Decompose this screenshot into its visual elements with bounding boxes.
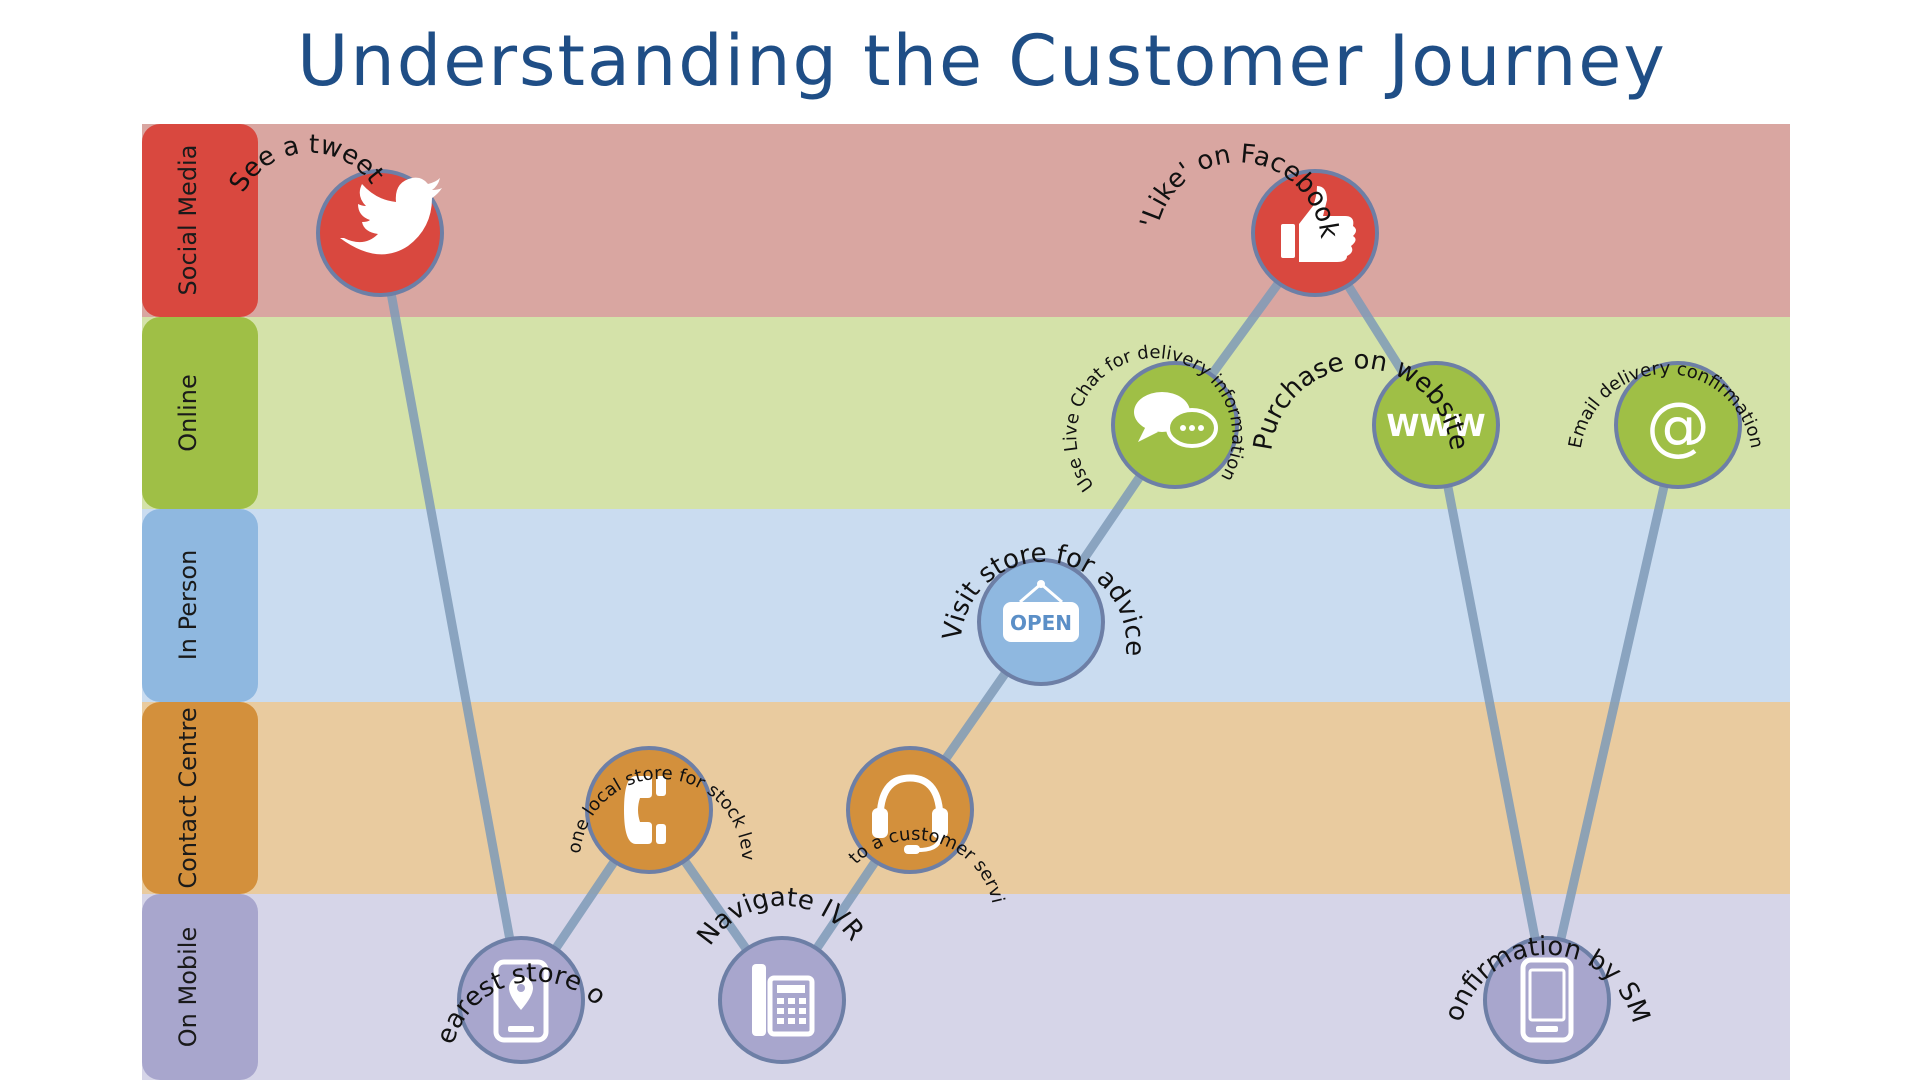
twitter-bird-icon — [340, 177, 442, 255]
lane-in-person-bg — [142, 509, 1790, 702]
node-circle-phone — [585, 746, 713, 874]
headset-icon — [872, 774, 948, 854]
connector-sms-email — [1542, 420, 1683, 1005]
lane-in-person: In Person — [142, 509, 1790, 702]
connector-website-sms — [1431, 420, 1552, 1005]
www-icon: WWW — [1386, 409, 1485, 444]
node-circle-sms — [1483, 936, 1611, 1064]
phone-handset-icon — [624, 776, 666, 844]
lane-contact-centre-tab — [142, 702, 258, 894]
lane-label-social-media: Social Media — [174, 145, 202, 296]
lane-online-bg — [142, 317, 1790, 509]
desk-phone-icon — [752, 964, 815, 1037]
page-title: Understanding the Customer Journey — [297, 20, 1667, 102]
lane-in-person-tab — [142, 509, 258, 702]
lane-online: Online — [142, 317, 1790, 509]
thumbs-up-icon — [1281, 186, 1356, 262]
lane-label-in-person: In Person — [174, 550, 202, 661]
lane-social-media-tab — [142, 124, 258, 317]
lane-on-mobile-tab — [142, 894, 258, 1080]
lane-online-tab — [142, 317, 258, 509]
node-circle-email — [1614, 361, 1742, 489]
svg-text:OPEN: OPEN — [1010, 611, 1072, 635]
lane-label-online: Online — [174, 374, 202, 451]
lane-label-contact-centre: Contact Centre — [174, 707, 202, 888]
mobile-phone-icon — [1520, 957, 1574, 1043]
node-circle-website — [1372, 361, 1500, 489]
mobile-location-icon — [493, 959, 549, 1043]
chat-bubbles-icon — [1134, 392, 1218, 448]
lane-label-on-mobile: On Mobile — [174, 927, 202, 1047]
connector-tweet-findstore — [375, 228, 526, 1005]
open-sign-icon: OPEN — [1003, 580, 1079, 642]
at-sign-icon: @ — [1646, 390, 1710, 464]
